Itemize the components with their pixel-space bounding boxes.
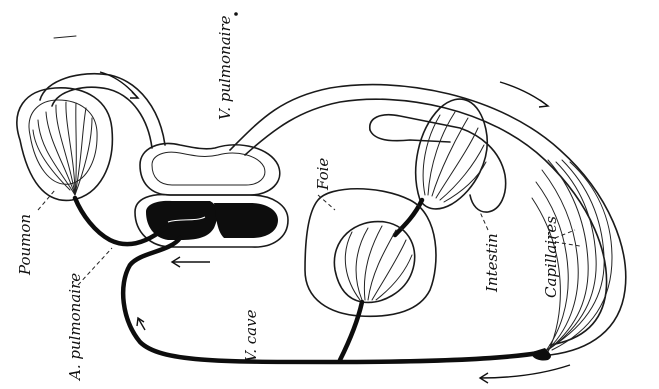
lung-organ [17, 88, 112, 201]
leader-intestin [480, 212, 488, 230]
hepatic-vein [340, 302, 362, 360]
liver-capillary-tuft [334, 222, 414, 303]
pulmonary-vein [40, 74, 165, 148]
label-poumon: Poumon [16, 214, 34, 276]
intestine [370, 99, 506, 212]
heart-dark-ventricles [146, 201, 278, 240]
label-capillaires: Capillaires [542, 216, 560, 298]
lung-capillary-tuft [33, 102, 92, 195]
label-intestin: Intestin [483, 233, 501, 293]
ink-dot [234, 12, 238, 16]
label-a-pulmonaire: A. pulmonaire [66, 273, 84, 382]
label-v-cave: V. cave [242, 309, 260, 362]
ink-mark [54, 36, 76, 38]
label-v-pulmonaire: V. pulmonaire [216, 15, 234, 120]
leader-foie [318, 195, 335, 210]
intestine-capillary-tuft [416, 99, 487, 209]
label-foie: Foie [314, 158, 332, 191]
